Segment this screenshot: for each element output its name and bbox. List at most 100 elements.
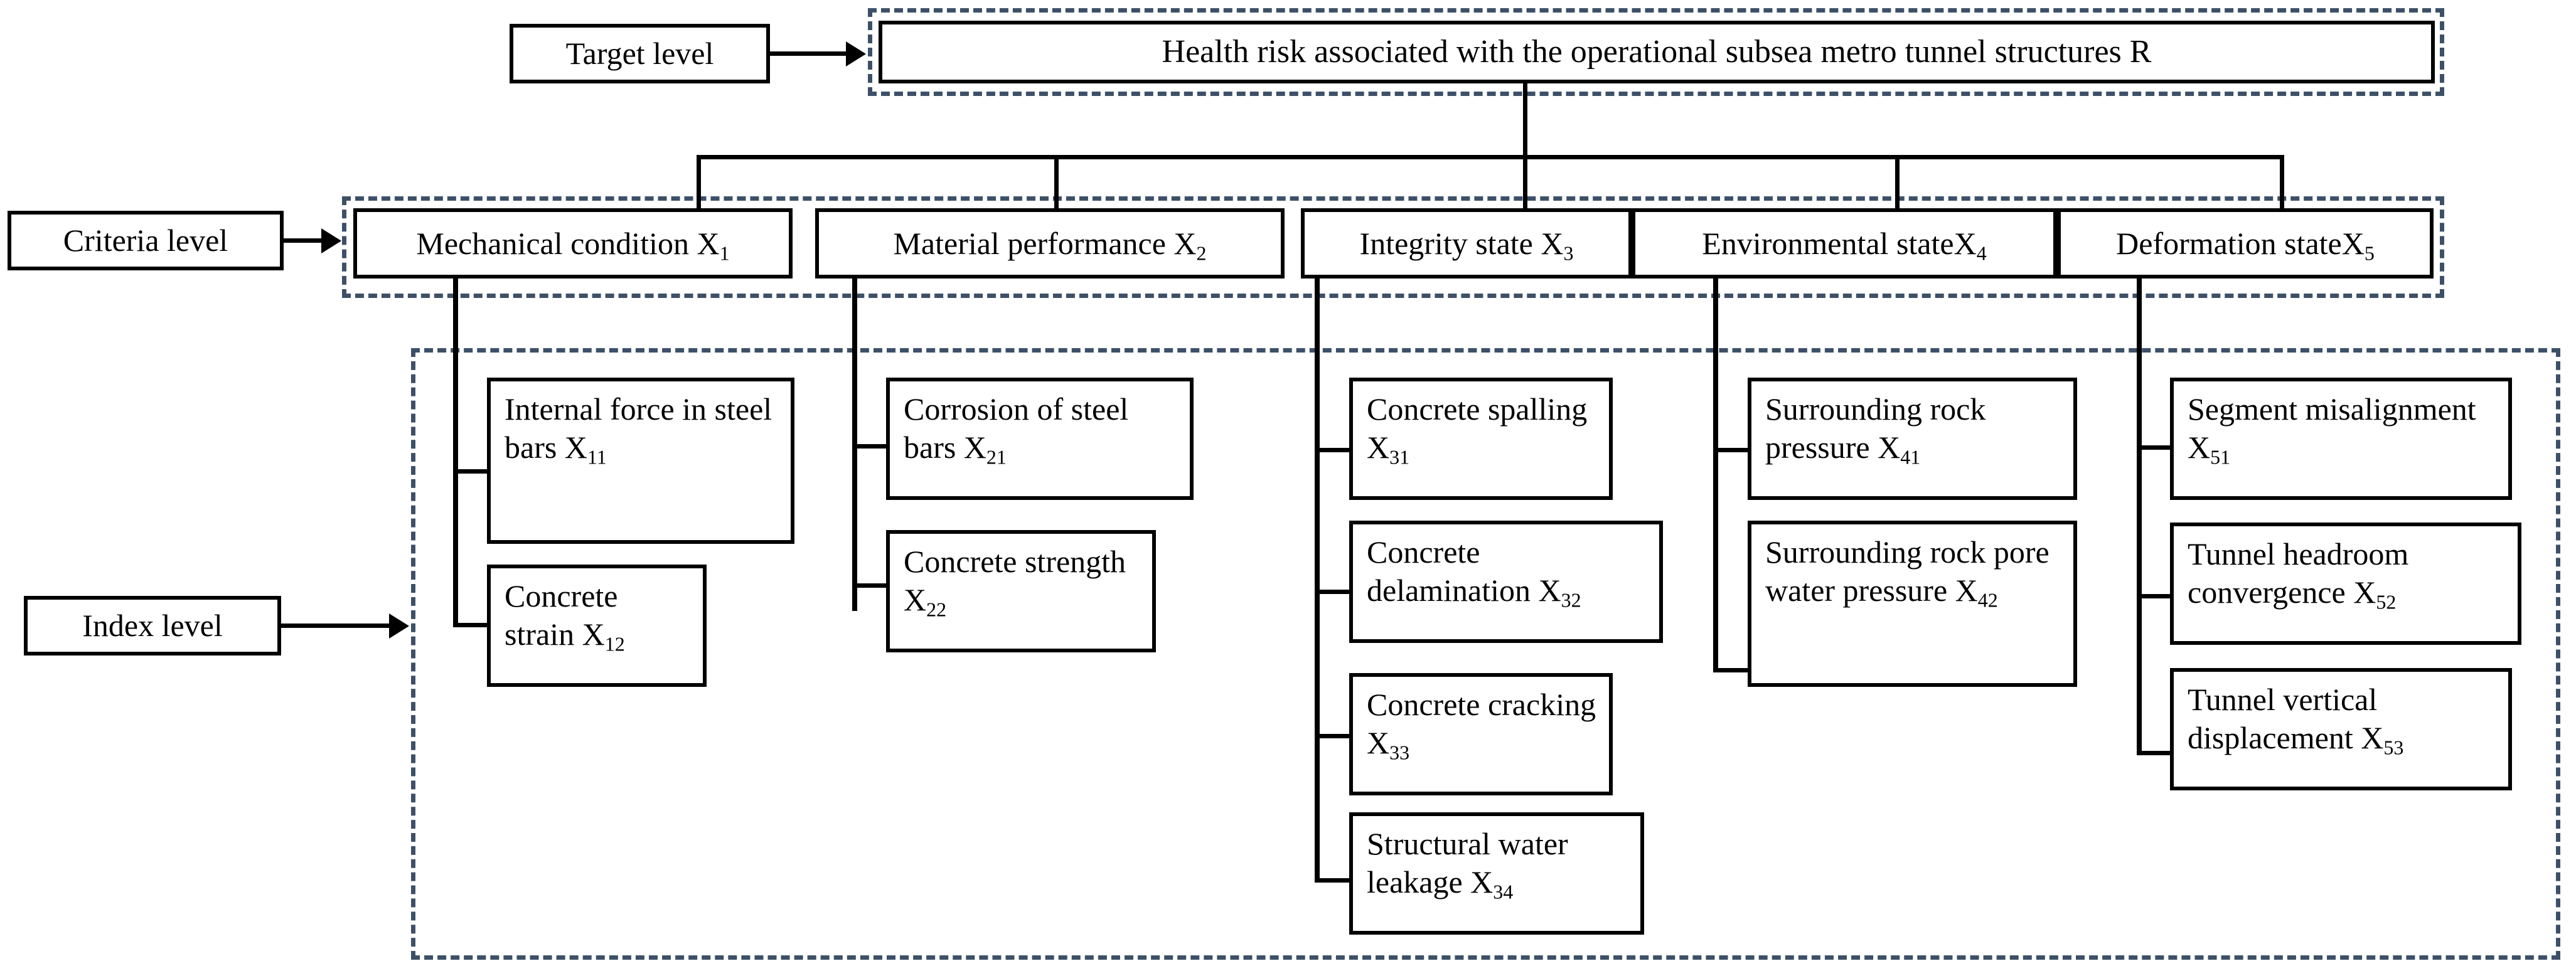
index-node-34-code: 34 (1493, 880, 1514, 903)
connector-target-stem (1523, 83, 1527, 159)
index-node-12-name: Concrete strain X (505, 578, 618, 652)
index-node-53[interactable]: Tunnel vertical displacement X53 (2170, 668, 2512, 790)
index-node-31[interactable]: Concrete spalling X31 (1349, 378, 1613, 500)
index-node-53-code: 53 (2383, 736, 2404, 759)
index-node-53-text: Tunnel vertical displacement X53 (2174, 672, 2508, 759)
index-node-51-name: Segment misalignment X (2188, 391, 2476, 465)
criteria-node-3-name: Integrity state X (1359, 225, 1564, 261)
index-node-11[interactable]: Internal force in steel bars X11 (487, 378, 794, 544)
index-node-33-text: Concrete cracking X33 (1353, 677, 1609, 764)
index-node-52-text: Tunnel headroom convergence X52 (2174, 526, 2518, 612)
index-node-12-text: Concrete strain X12 (491, 568, 703, 654)
level-label-criteria-text: Criteria level (63, 223, 228, 258)
index-node-33-code: 33 (1389, 741, 1410, 764)
index-node-41-code: 41 (1900, 445, 1921, 469)
index-node-11-text: Internal force in steel bars X11 (491, 381, 791, 467)
index-node-31-code: 31 (1389, 445, 1410, 469)
index-node-32-code: 32 (1561, 588, 1581, 612)
index-node-41-text: Surrounding rock pressure X41 (1751, 381, 2073, 467)
level-label-index[interactable]: Index level (24, 596, 281, 656)
index-node-34-name: Structural water leakage X (1367, 826, 1568, 900)
arrow-head-index-icon (389, 613, 409, 639)
index-node-41[interactable]: Surrounding rock pressure X41 (1748, 378, 2077, 500)
level-label-index-text: Index level (82, 608, 223, 643)
index-node-32-text: Concrete delamination X32 (1353, 524, 1659, 610)
level-label-criteria[interactable]: Criteria level (8, 211, 284, 270)
criteria-node-5-name: Deformation stateX (2116, 225, 2365, 261)
index-node-22-name: Concrete strength X (904, 544, 1126, 617)
connector-branch-3-4 (1315, 878, 1352, 883)
connector-spine-group-4 (1713, 279, 1718, 672)
connector-branch-3-3 (1315, 734, 1352, 738)
arrow-shaft-criteria (284, 238, 326, 243)
index-node-32-name: Concrete delamination X (1367, 534, 1561, 608)
connector-branch-4-2 (1713, 668, 1751, 672)
criteria-node-5[interactable]: Deformation stateX5 (2057, 208, 2434, 279)
criteria-node-4[interactable]: Environmental stateX4 (1632, 208, 2057, 279)
index-node-34[interactable]: Structural water leakage X34 (1349, 812, 1644, 935)
criteria-node-1-name: Mechanical condition X (416, 225, 720, 261)
index-node-42-text: Surrounding rock pore water pressure X42 (1751, 524, 2073, 610)
index-node-31-text: Concrete spalling X31 (1353, 381, 1609, 467)
arrow-head-criteria-icon (321, 228, 341, 253)
index-node-51-text: Segment misalignment X51 (2174, 381, 2508, 467)
criteria-node-2-text: Material performance X2 (883, 225, 1216, 263)
index-node-52-code: 52 (2376, 590, 2397, 613)
index-node-53-name: Tunnel vertical displacement X (2188, 682, 2384, 755)
index-node-51-code: 51 (2210, 445, 2231, 469)
connector-spine-group-5 (2137, 279, 2142, 755)
index-node-31-name: Concrete spalling X (1367, 391, 1588, 465)
criteria-node-3[interactable]: Integrity state X3 (1301, 208, 1632, 279)
connector-spine-group-1 (453, 279, 458, 627)
criteria-node-2-code: 2 (1196, 242, 1207, 265)
index-node-33-name: Concrete cracking X (1367, 687, 1596, 760)
connector-criteria-bus (697, 155, 2284, 159)
index-node-42[interactable]: Surrounding rock pore water pressure X42 (1748, 521, 2077, 687)
connector-branch-1-1 (453, 469, 491, 474)
connector-drop-criteria-5 (2280, 155, 2284, 211)
target-node-text: Health risk associated with the operatio… (1162, 34, 2152, 70)
index-node-51[interactable]: Segment misalignment X51 (2170, 378, 2512, 500)
index-node-22-text: Concrete strength X22 (890, 534, 1152, 620)
criteria-node-4-name: Environmental stateX (1702, 225, 1977, 261)
index-node-34-text: Structural water leakage X34 (1353, 816, 1640, 903)
index-node-12[interactable]: Concrete strain X12 (487, 565, 707, 687)
index-node-52-name: Tunnel headroom convergence X (2188, 536, 2409, 610)
connector-branch-1-2 (453, 623, 491, 627)
connector-branch-4-1 (1713, 448, 1751, 452)
connector-drop-criteria-3 (1523, 155, 1527, 211)
criteria-node-3-code: 3 (1563, 242, 1574, 265)
index-node-33[interactable]: Concrete cracking X33 (1349, 673, 1613, 795)
index-node-12-code: 12 (604, 632, 625, 656)
index-node-11-code: 11 (587, 445, 607, 469)
index-node-21-text: Corrosion of steel bars X21 (890, 381, 1190, 467)
index-node-42-code: 42 (1977, 588, 1998, 612)
criteria-node-2[interactable]: Material performance X2 (815, 208, 1285, 279)
connector-spine-group-3 (1315, 279, 1320, 883)
arrow-shaft-index (281, 624, 394, 628)
index-node-21-name: Corrosion of steel bars X (904, 391, 1129, 465)
index-node-32[interactable]: Concrete delamination X32 (1349, 521, 1663, 643)
connector-branch-2-1 (852, 444, 890, 449)
criteria-node-1[interactable]: Mechanical condition X1 (353, 208, 793, 279)
level-label-target[interactable]: Target level (510, 24, 770, 83)
index-node-11-name: Internal force in steel bars X (505, 391, 772, 465)
target-node[interactable]: Health risk associated with the operatio… (879, 21, 2435, 83)
criteria-node-2-name: Material performance X (893, 225, 1197, 261)
criteria-node-5-text: Deformation stateX5 (2106, 225, 2385, 263)
index-node-21[interactable]: Corrosion of steel bars X21 (886, 378, 1194, 500)
index-node-52[interactable]: Tunnel headroom convergence X52 (2170, 523, 2521, 645)
index-node-21-code: 21 (986, 445, 1007, 469)
connector-branch-3-1 (1315, 448, 1352, 452)
connector-drop-criteria-1 (697, 155, 701, 211)
criteria-node-4-code: 4 (1976, 242, 1987, 265)
index-node-22[interactable]: Concrete strength X22 (886, 530, 1156, 652)
connector-drop-criteria-4 (1895, 155, 1900, 211)
index-node-41-name: Surrounding rock pressure X (1765, 391, 1986, 465)
arrow-head-target-icon (846, 41, 866, 66)
level-label-target-text: Target level (565, 36, 714, 71)
connector-branch-3-2 (1315, 590, 1352, 594)
criteria-node-3-text: Integrity state X3 (1350, 225, 1584, 263)
connector-branch-5-3 (2137, 751, 2174, 755)
